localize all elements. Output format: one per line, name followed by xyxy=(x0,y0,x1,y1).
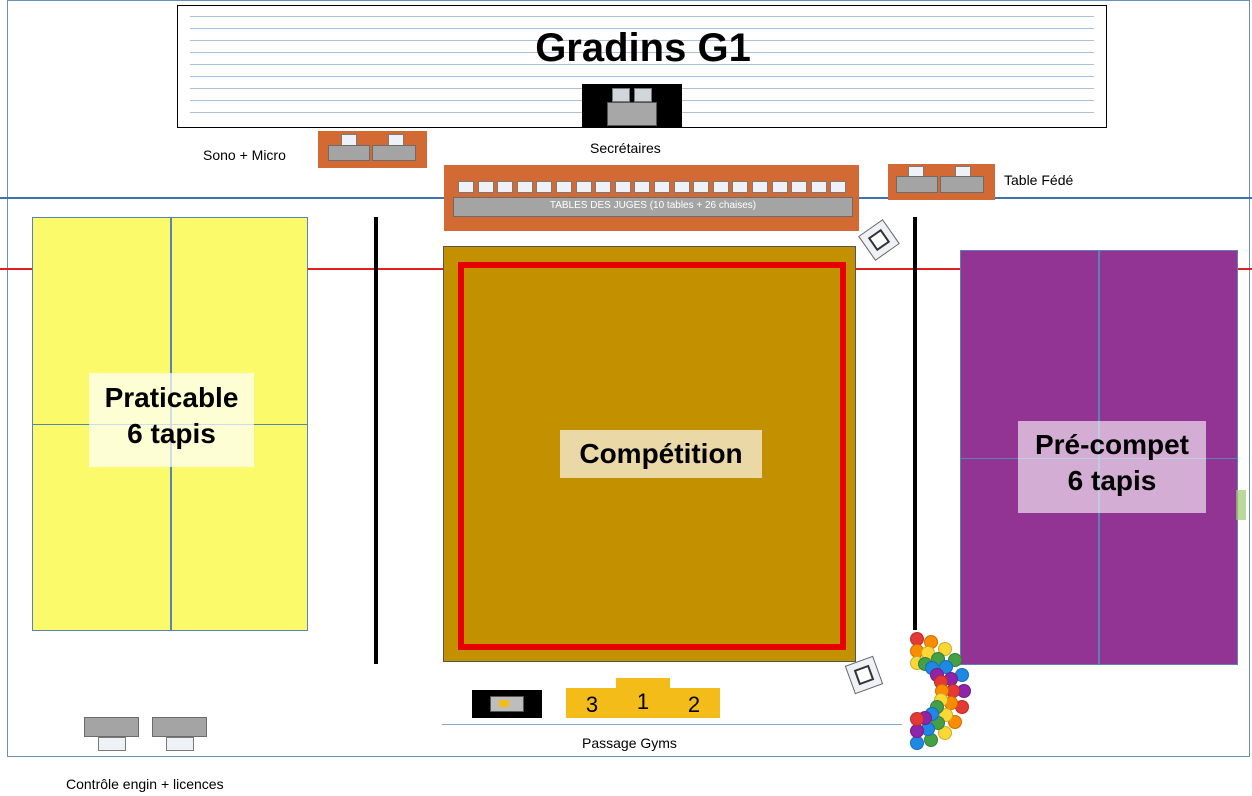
chair-icon xyxy=(830,181,847,193)
praticable-title: Praticable xyxy=(104,382,239,413)
precompet-subtitle: 6 tapis xyxy=(1067,465,1157,496)
secretaries-label: Secrétaires xyxy=(590,140,661,156)
sono-table xyxy=(318,131,427,168)
podium-second: 2 xyxy=(668,688,720,718)
federation-table xyxy=(888,164,995,200)
chair-icon xyxy=(595,181,612,193)
chair-icon xyxy=(575,181,592,193)
control-table xyxy=(152,717,207,737)
plant-icon xyxy=(1236,490,1246,520)
chair-icon xyxy=(458,181,474,193)
chair-icon xyxy=(556,181,572,193)
stands-title: Gradins G1 xyxy=(535,26,751,70)
hall-outline xyxy=(7,0,1250,757)
podium-third: 3 xyxy=(566,688,618,718)
federation-label: Table Fédé xyxy=(1004,172,1074,188)
chair-icon xyxy=(612,88,630,102)
barrier-left xyxy=(374,217,378,664)
chair-icon xyxy=(497,181,514,193)
chair-icon xyxy=(693,181,710,193)
praticable-subtitle: 6 tapis xyxy=(127,418,216,449)
judges-label: TABLES DES JUGES (10 tables + 26 chaises… xyxy=(549,200,757,211)
chair-icon xyxy=(673,181,690,193)
chair-icon xyxy=(752,181,768,193)
chair-icon xyxy=(166,737,194,751)
passage-line xyxy=(442,724,902,725)
chair-icon xyxy=(477,181,494,193)
control-table xyxy=(84,717,139,737)
secretaries-desk xyxy=(582,84,682,128)
passage-label: Passage Gyms xyxy=(582,735,677,751)
chair-icon xyxy=(771,181,788,193)
podium-first: 1 xyxy=(616,678,670,718)
chair-icon xyxy=(732,181,749,193)
chair-icon xyxy=(712,181,729,193)
barrier-right xyxy=(913,217,917,630)
chair-icon xyxy=(810,181,827,193)
competition-title: Compétition xyxy=(579,438,743,469)
rainbow-dot xyxy=(910,712,924,726)
chair-icon xyxy=(654,181,670,193)
chair-icon xyxy=(634,88,652,102)
judges-tables: TABLES DES JUGES (10 tables + 26 chaises… xyxy=(444,165,859,231)
competition-boundary xyxy=(458,262,846,650)
chair-icon xyxy=(516,181,533,193)
table-icon xyxy=(607,102,657,126)
chair-icon xyxy=(98,737,126,751)
chair-icon xyxy=(536,181,553,193)
zone-praticable: Praticable 6 tapis xyxy=(32,217,308,631)
zone-precompet: Pré-compet 6 tapis xyxy=(960,250,1238,665)
chair-icon xyxy=(614,181,631,193)
precompet-title: Pré-compet xyxy=(1034,429,1190,460)
sono-label: Sono + Micro xyxy=(203,147,286,163)
rainbow-dot xyxy=(937,726,952,741)
chair-icon xyxy=(791,181,808,193)
rainbow-dot xyxy=(910,736,924,750)
entrance-badge xyxy=(472,690,542,718)
control-label: Contrôle engin + licences xyxy=(66,776,224,792)
chair-icon xyxy=(634,181,651,193)
rainbow-dot xyxy=(910,724,924,738)
